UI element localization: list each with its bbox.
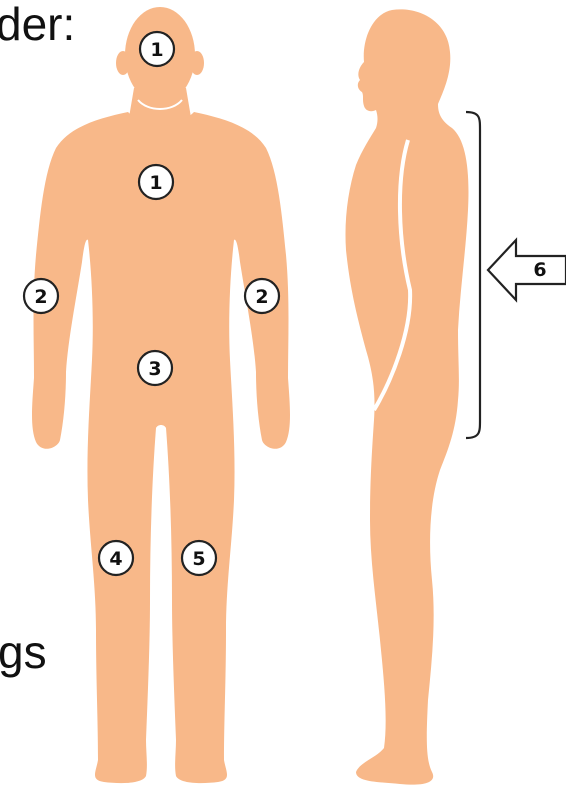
side-body	[345, 9, 468, 784]
marker-6-label: 6	[533, 259, 546, 281]
side-figure	[345, 9, 468, 784]
marker-chest: 1	[139, 165, 173, 199]
marker-knee-right-label: 4	[109, 548, 122, 570]
marker-face: 1	[140, 32, 174, 66]
marker-knee-left: 5	[182, 541, 216, 575]
back-arrow-marker: 6	[488, 240, 566, 300]
spine-bracket	[466, 112, 480, 438]
front-ear-right	[116, 51, 130, 75]
marker-knee-right: 4	[99, 541, 133, 575]
marker-abdomen: 3	[138, 351, 172, 385]
marker-arm-right: 2	[24, 279, 58, 313]
marker-arm-left-label: 2	[255, 286, 268, 308]
marker-abdomen-label: 3	[148, 358, 161, 380]
front-figure	[32, 7, 290, 783]
marker-arm-left: 2	[245, 279, 279, 313]
back-arrow-icon	[488, 240, 566, 300]
marker-knee-left-label: 5	[192, 548, 205, 570]
marker-arm-right-label: 2	[34, 286, 47, 308]
front-body	[32, 112, 290, 783]
front-ear-left	[190, 51, 204, 75]
marker-face-label: 1	[150, 39, 163, 61]
marker-chest-label: 1	[149, 172, 162, 194]
